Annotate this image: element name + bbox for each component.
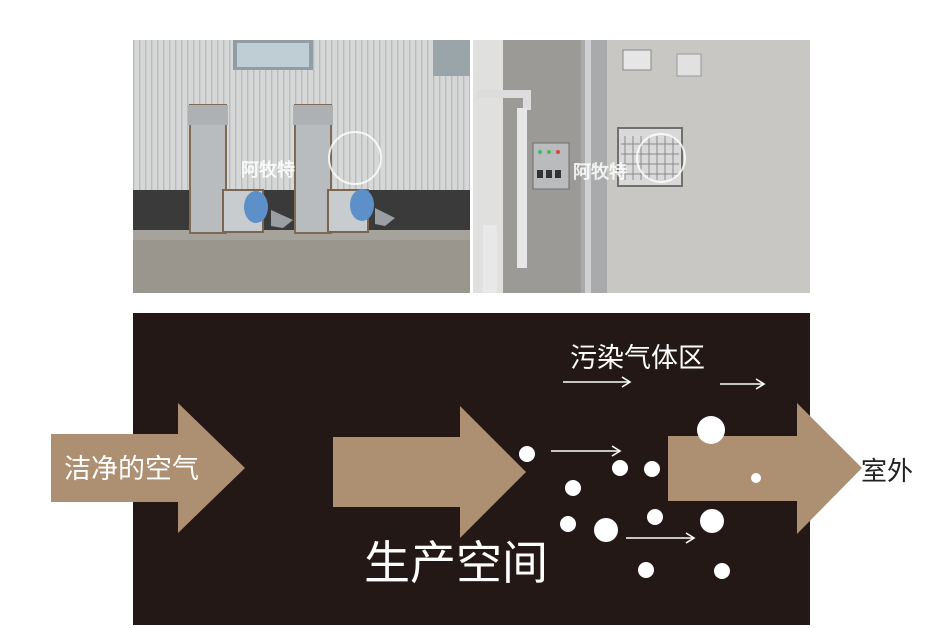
watermark-logo-right: 阿牧特	[573, 161, 627, 183]
particle	[565, 480, 581, 496]
pollutant-particles	[519, 416, 761, 579]
particle	[751, 473, 761, 483]
polluted-zone-label: 污染气体区	[570, 343, 705, 374]
particle	[697, 416, 725, 444]
exhaust-arrow	[668, 403, 862, 534]
particle	[519, 446, 535, 462]
particle	[638, 562, 654, 578]
particle	[700, 509, 724, 533]
production-space-label: 生产空间	[364, 536, 548, 590]
large-arrows	[51, 403, 862, 538]
particle	[560, 516, 576, 532]
flow-arrow-4	[626, 532, 696, 544]
production-flow-arrow	[333, 406, 526, 538]
particle	[644, 461, 660, 477]
photo-control-panel: 阿牧特	[473, 40, 810, 293]
particle	[612, 460, 628, 476]
flow-arrow-1	[563, 376, 632, 388]
thin-flow-arrows	[551, 376, 766, 544]
clean-air-label: 洁净的空气	[64, 454, 199, 485]
particle	[594, 518, 618, 542]
watermark-logo-left: 阿牧特	[241, 159, 295, 181]
flow-arrow-3	[551, 445, 622, 457]
outdoor-label: 室外	[861, 457, 914, 487]
particle	[714, 563, 730, 579]
clean-air-arrow	[51, 403, 245, 533]
flow-arrow-2	[720, 378, 766, 390]
photo-exhaust-units: 阿牧特	[133, 40, 470, 293]
particle	[647, 509, 663, 525]
